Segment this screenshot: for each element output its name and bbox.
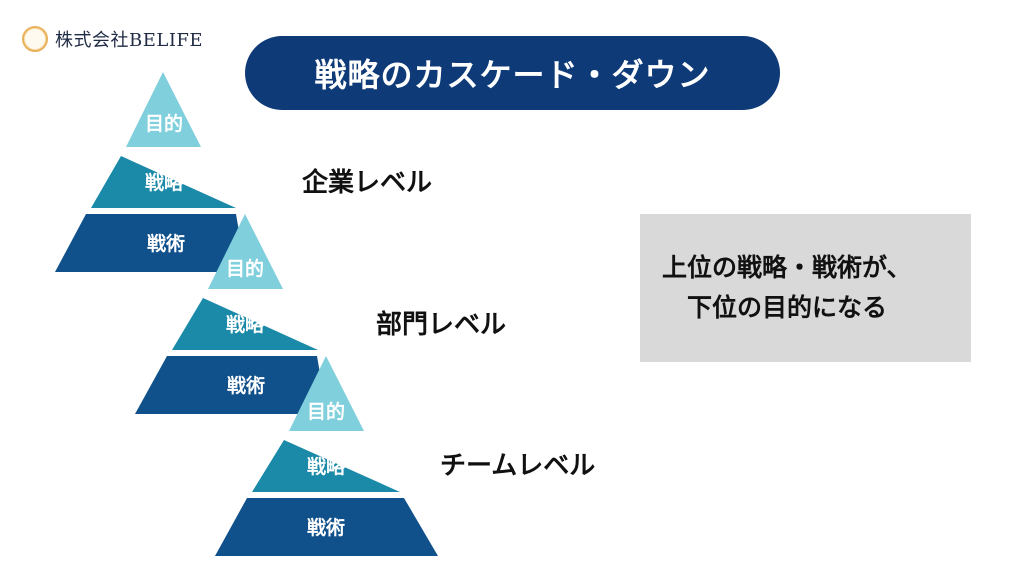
- company-logo: 株式会社BELIFE: [22, 26, 203, 52]
- page-title: 戦略のカスケード・ダウン: [314, 56, 711, 94]
- tier-purpose-shape: [208, 214, 283, 289]
- tier-tactics-label: 戦術: [147, 232, 185, 255]
- level-label-team: チームレベル: [440, 451, 595, 481]
- pyramid-team: 目的 戦略 戦術: [215, 356, 438, 556]
- note-line-2: 下位の目的になる: [687, 293, 888, 322]
- tier-tactics-label: 戦術: [307, 516, 345, 539]
- circle-logo-icon: [22, 26, 48, 52]
- tier-strategy-shape: [252, 440, 400, 492]
- tier-tactics-label: 戦術: [227, 374, 265, 397]
- tier-purpose-shape: [289, 356, 364, 431]
- tier-strategy-label: 戦略: [145, 171, 184, 194]
- tier-strategy-shape: [91, 156, 236, 208]
- tier-purpose-label: 目的: [226, 257, 264, 280]
- level-label-corporate: 企業レベル: [302, 167, 432, 198]
- tier-purpose-label: 目的: [145, 112, 183, 135]
- level-label-department: 部門レベル: [376, 310, 506, 340]
- pyramid-department: 目的 戦略 戦術: [135, 214, 327, 414]
- pyramid-corporate: 目的 戦略 戦術: [55, 72, 246, 272]
- note-line-1: 上位の戦略・戦術が、: [662, 253, 912, 282]
- tier-purpose-label: 目的: [307, 400, 345, 423]
- tier-purpose-shape: [126, 72, 201, 147]
- company-name: 株式会社BELIFE: [55, 30, 204, 51]
- tier-strategy-label: 戦略: [226, 313, 265, 336]
- tier-strategy-label: 戦略: [307, 455, 346, 478]
- tier-tactics-shape: [135, 356, 327, 414]
- tier-strategy-shape: [172, 298, 318, 350]
- note-box: 上位の戦略・戦術が、 下位の目的になる: [640, 214, 971, 362]
- tier-tactics-shape: [55, 214, 246, 272]
- tier-tactics-shape: [215, 498, 438, 556]
- title-banner: 戦略のカスケード・ダウン: [245, 36, 780, 110]
